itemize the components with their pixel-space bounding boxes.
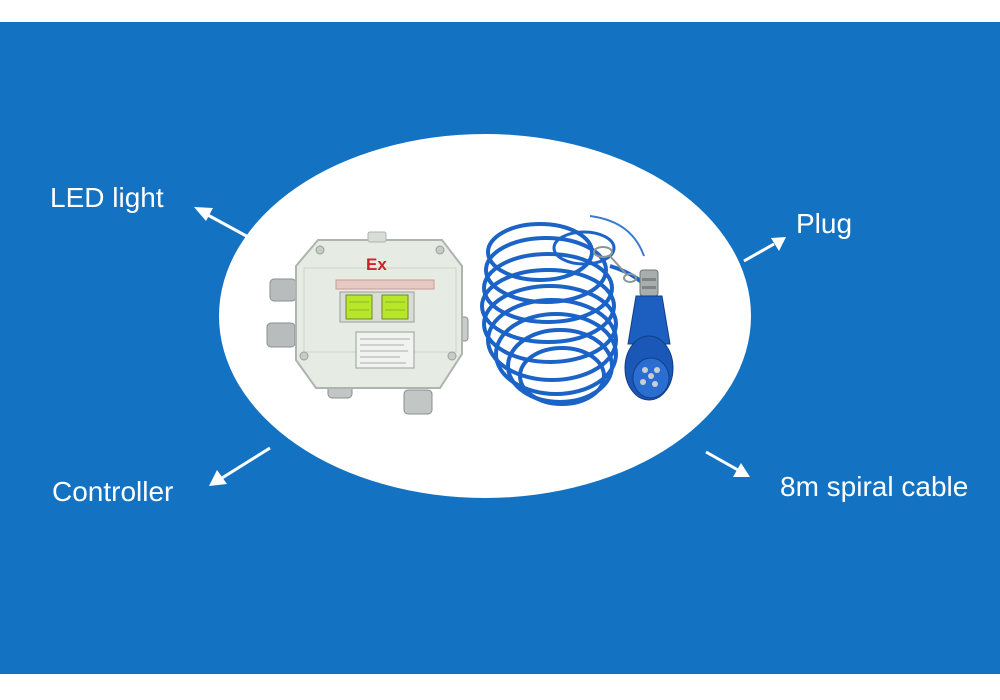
product-illustration	[194, 134, 786, 498]
nameplate-strip	[335, 279, 435, 290]
label-led-light: LED light	[50, 182, 164, 213]
cable-gland-left-top	[269, 278, 297, 302]
product-diagram-panel: Ex LED light Plug Controller 8m spiral c…	[0, 22, 1000, 674]
arrow-controller	[209, 446, 271, 486]
ex-certification-mark: Ex	[366, 255, 387, 274]
cable-gland-left-bottom	[266, 322, 296, 348]
label-plug: Plug	[796, 208, 853, 239]
arrow-led-light	[194, 207, 251, 240]
label-controller: Controller	[52, 476, 174, 507]
arrow-spiral-cable	[705, 450, 750, 477]
led-window-left	[345, 294, 373, 320]
arrow-plug	[743, 237, 786, 263]
led-window-right	[381, 294, 409, 320]
plug	[624, 269, 674, 401]
label-spiral-cable: 8m spiral cable	[780, 471, 969, 502]
spiral-cable	[480, 215, 648, 406]
retaining-chain	[593, 246, 637, 283]
controller-enclosure	[266, 231, 469, 415]
rating-plate	[355, 331, 415, 369]
cable-gland-bottom-right	[403, 389, 433, 415]
